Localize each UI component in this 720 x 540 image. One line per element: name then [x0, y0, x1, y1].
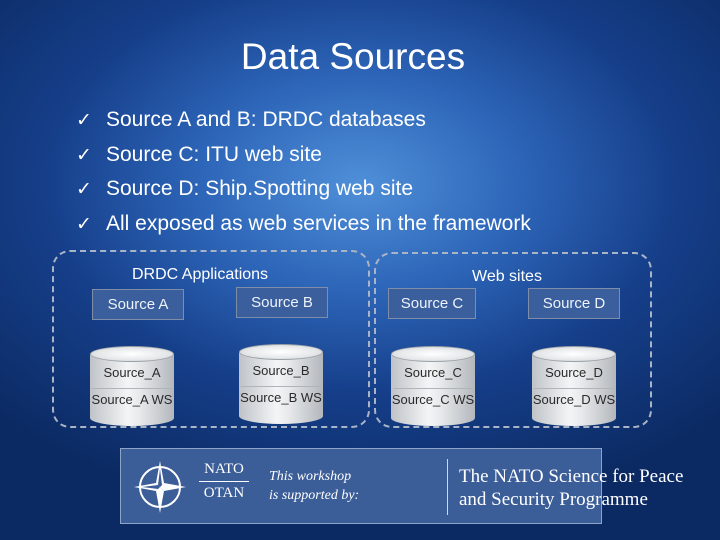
otan-text: OTAN — [203, 485, 245, 501]
bullet-list: ✓ Source A and B: DRDC databases ✓ Source … — [76, 103, 531, 241]
programme-line-2: and Security Programme — [459, 489, 648, 510]
checkmark-icon: ✓ — [76, 212, 92, 235]
checkmark-icon: ✓ — [76, 143, 92, 166]
database-label: Source_A — [103, 365, 161, 380]
checkmark-icon: ✓ — [76, 109, 92, 131]
database-cap — [90, 346, 174, 362]
nato-text: NATO — [204, 461, 244, 477]
nato-compass-icon — [134, 461, 186, 513]
database-label: Source_D — [545, 365, 603, 380]
bullet-item: ✓ All exposed as web services in the fram… — [76, 207, 531, 242]
drdc-applications-label: DRDC Applications — [132, 266, 269, 283]
bullet-item: ✓ Source A and B: DRDC databases — [76, 103, 531, 138]
database-label: Source_C — [404, 365, 462, 380]
source-b-database: Source_B Source_B WS — [239, 344, 323, 424]
source-d-database: Source_D Source_D WS — [532, 346, 616, 426]
database-body — [239, 352, 323, 424]
workshop-support-text: This workshop is supported by: — [269, 467, 449, 505]
database-body — [90, 354, 174, 426]
workshop-line-2: is supported by: — [269, 488, 360, 503]
database-body — [532, 354, 616, 426]
bullet-item: ✓ Source C: ITU web site — [76, 138, 531, 173]
database-divider — [241, 386, 321, 387]
database-cap — [239, 344, 323, 360]
programme-line-1: The NATO Science for Peace — [459, 466, 684, 487]
nato-sps-banner: NATO OTAN This workshop is supported by:… — [120, 448, 683, 524]
source-c-database: Source_C Source_C WS — [391, 346, 475, 426]
source-c-box: Source C — [388, 288, 476, 319]
wordmark-divider — [199, 481, 249, 482]
source-a-database: Source_A Source_A WS — [90, 346, 174, 426]
drdc-applications-group — [52, 250, 370, 428]
web-service-label: Source_C WS — [391, 392, 475, 407]
web-sites-group — [374, 252, 652, 428]
web-service-label: Source_A WS — [91, 392, 173, 407]
database-divider — [393, 388, 473, 389]
source-b-box: Source B — [236, 287, 328, 318]
bullet-text: Source D: Ship.Spotting web site — [106, 177, 414, 200]
source-a-box: Source A — [92, 289, 184, 320]
database-divider — [92, 388, 172, 389]
bullet-text: Source A and B: DRDC databases — [106, 108, 426, 131]
bullet-text: Source C: ITU web site — [106, 142, 322, 166]
bullet-item: ✓ Source D: Ship.Spotting web site — [76, 172, 531, 207]
source-d-box: Source D — [528, 288, 620, 319]
database-cap — [532, 346, 616, 362]
database-label: Source_B — [252, 363, 310, 378]
workshop-line-1: This workshop — [269, 469, 352, 484]
checkmark-icon: ✓ — [76, 178, 92, 200]
database-cap — [391, 346, 475, 362]
nato-otan-wordmark: NATO OTAN — [195, 461, 253, 513]
bullet-text: All exposed as web services in the frame… — [106, 211, 531, 235]
database-divider — [534, 388, 614, 389]
banner-divider — [447, 459, 448, 515]
slide-title: Data Sources — [240, 36, 466, 77]
web-service-label: Source_D WS — [532, 392, 616, 407]
database-body — [391, 354, 475, 426]
web-sites-label: Web sites — [472, 268, 542, 285]
sps-programme-text: The NATO Science for Peace and Security … — [331, 465, 683, 511]
web-service-label: Source_B WS — [240, 390, 322, 405]
